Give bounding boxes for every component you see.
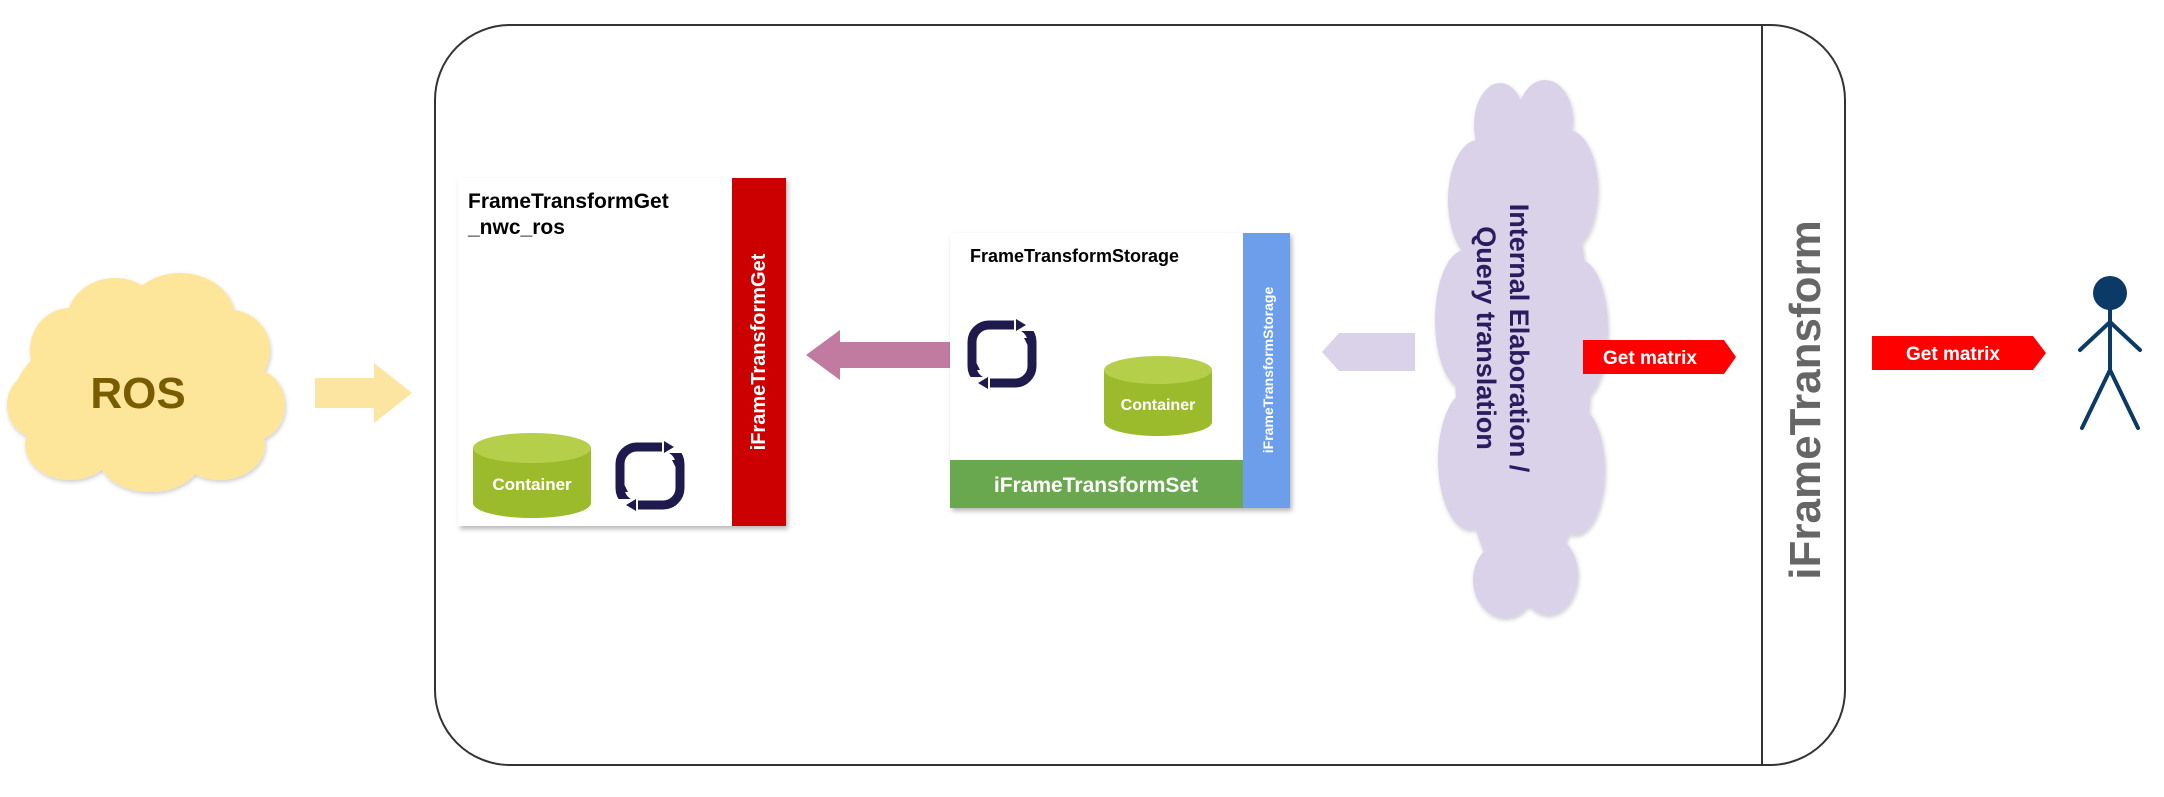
refresh-cycle-icon: [967, 319, 1037, 389]
get-container-cylinder: Container: [473, 433, 591, 518]
get-container-label: Container: [492, 475, 572, 494]
get-matrix-outer-label: Get matrix: [1906, 344, 2000, 365]
device-boundary: [434, 24, 1846, 766]
ros-cloud: ROS: [7, 273, 285, 492]
ros-label: ROS: [90, 369, 185, 418]
get-matrix-outer-arrow: Get matrix: [1872, 336, 2046, 370]
iframetransformget-label: iFrameTransformGet: [748, 253, 770, 450]
iframetransformget-bar: [732, 178, 786, 526]
frame-transform-storage-block: iFrameTransformStorage iFrameTransformSe…: [950, 233, 1290, 508]
frame-transform-get-block: iFrameTransformGet FrameTransformGet _nw…: [458, 178, 786, 526]
storage-container-cylinder: Container: [1104, 356, 1212, 436]
get-matrix-inner-label: Get matrix: [1603, 348, 1697, 369]
iframetransformset-label: iFrameTransformSet: [994, 474, 1198, 497]
storage-block-title: FrameTransformStorage: [970, 246, 1179, 266]
iframetransformset-bar: [950, 460, 1243, 508]
user-stick-figure-icon: [2078, 276, 2142, 430]
get-block-title-line1: FrameTransformGet: [468, 190, 669, 213]
elaboration-line1: Internal Elaboration /: [1504, 204, 1534, 473]
elaboration-to-storage-arrow: [1322, 333, 1415, 371]
iframetransformstorage-bar: [1243, 233, 1290, 508]
get-block-title-line2: _nwc_ros: [467, 216, 565, 239]
refresh-cycle-icon: [615, 441, 685, 511]
internal-elaboration-cloud: Internal Elaboration / Query translation: [1435, 80, 1608, 618]
ros-input-arrow: [315, 363, 412, 423]
get-matrix-inner-arrow: Get matrix: [1583, 340, 1736, 374]
elaboration-line2: Query translation: [1471, 226, 1501, 450]
iframetransform-label: iFrameTransform: [1781, 220, 1830, 579]
iframetransformstorage-label: iFrameTransformStorage: [1260, 287, 1276, 454]
storage-container-label: Container: [1121, 397, 1196, 414]
